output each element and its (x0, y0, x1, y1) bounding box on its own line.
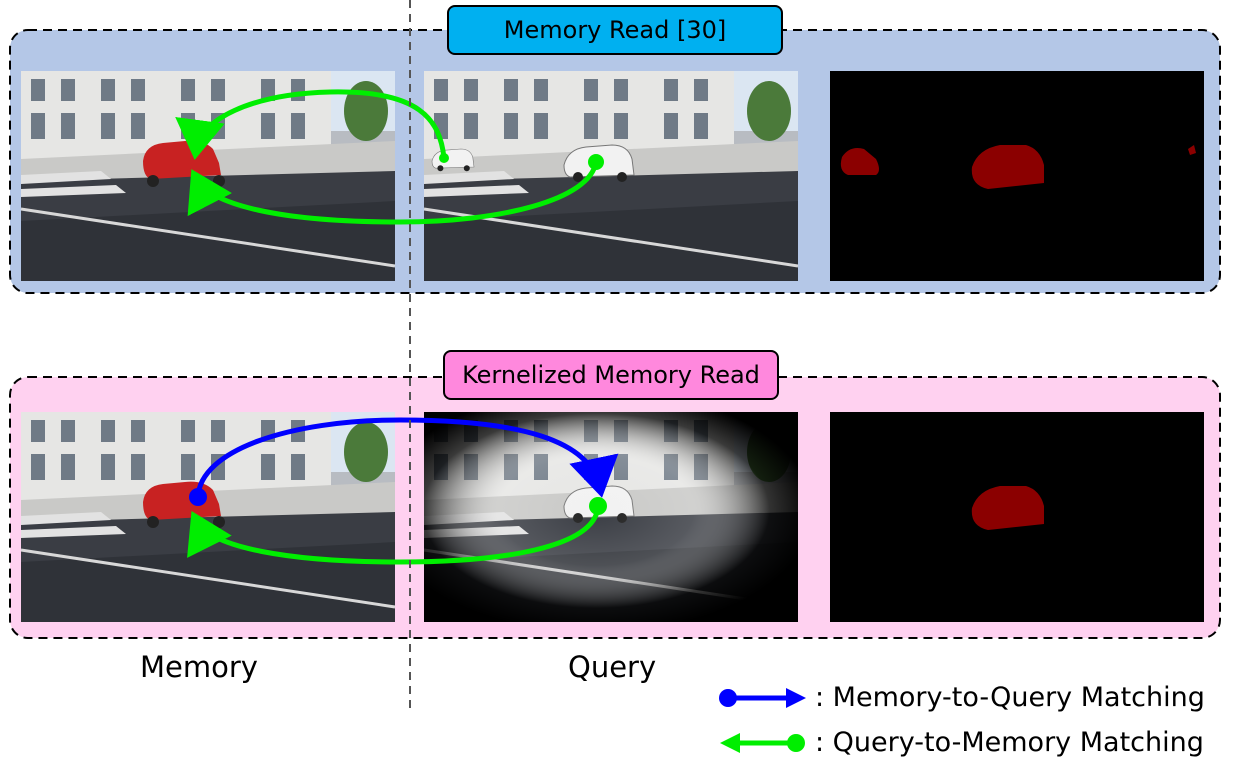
memory-column-label: Memory (140, 650, 258, 684)
top-query-image (422, 69, 800, 283)
top-arrow-upper-origin (439, 153, 449, 163)
bottom-query-image (422, 410, 800, 624)
query-to-memory-origin (589, 497, 607, 515)
bottom-memory-image (19, 410, 397, 624)
top-matching-arrows (175, 89, 604, 225)
memory-to-query-origin (189, 488, 207, 506)
bottom-mask-image (830, 412, 1204, 622)
memory-to-query-arrow (195, 417, 619, 498)
bottom-panel-title: Kernelized Memory Read (443, 350, 779, 400)
top-memory-image (19, 69, 397, 283)
legend-m2q-label: : Memory-to-Query Matching (815, 682, 1205, 713)
top-mask-image (830, 71, 1204, 281)
legend-q2m-symbol (720, 733, 805, 753)
top-arrow-lower (187, 161, 599, 225)
bottom-panel-title-text: Kernelized Memory Read (462, 361, 760, 389)
query-column-label: Query (568, 650, 657, 684)
top-panel-title: Memory Read [30] (447, 5, 783, 55)
legend-q2m-label: : Query-to-Memory Matching (815, 727, 1204, 758)
query-to-memory-arrow (187, 505, 601, 565)
bottom-matching-arrows (187, 417, 619, 565)
legend-m2q-symbol (719, 688, 806, 708)
top-panel-title-text: Memory Read [30] (503, 16, 727, 44)
top-arrow-upper (175, 89, 447, 160)
top-arrow-lower-origin (588, 154, 604, 170)
